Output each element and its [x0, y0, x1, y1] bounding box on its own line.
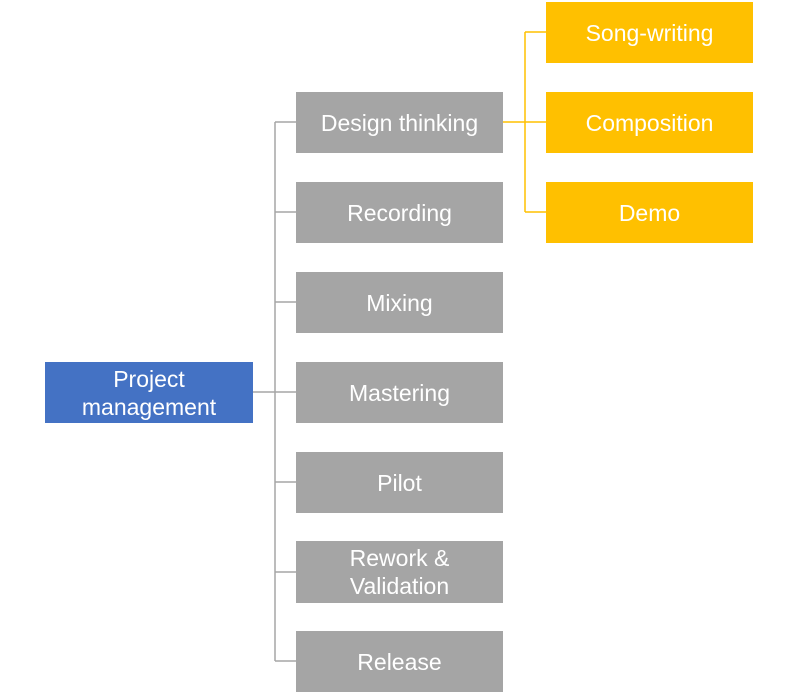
- task-node-composition: Composition: [546, 92, 753, 153]
- task-node-song-writing: Song-writing: [546, 2, 753, 63]
- phase-node-design-thinking: Design thinking: [296, 92, 503, 153]
- phase-node-label: Rework & Validation: [349, 545, 450, 599]
- task-node-label: Song-writing: [585, 19, 714, 46]
- phase-node-label: Recording: [347, 199, 452, 226]
- phase-node-rework-validation: Rework & Validation: [296, 541, 503, 603]
- root-node-label: Project management: [81, 365, 217, 420]
- phase-connectors: [253, 121, 296, 662]
- task-connectors: [503, 31, 546, 213]
- phase-node-label: Mixing: [366, 289, 433, 316]
- phase-node-label: Design thinking: [320, 109, 479, 136]
- phase-node-pilot: Pilot: [296, 452, 503, 513]
- phase-node-recording: Recording: [296, 182, 503, 243]
- task-node-label: Composition: [585, 109, 714, 136]
- phase-node-mixing: Mixing: [296, 272, 503, 333]
- task-node-label: Demo: [618, 199, 681, 226]
- phase-node-label: Pilot: [377, 469, 422, 496]
- phase-node-label: Release: [357, 648, 442, 675]
- task-node-demo: Demo: [546, 182, 753, 243]
- root-node-project-management: Project management: [45, 362, 253, 423]
- phase-node-mastering: Mastering: [296, 362, 503, 423]
- phase-node-release: Release: [296, 631, 503, 692]
- phase-node-label: Mastering: [349, 379, 450, 406]
